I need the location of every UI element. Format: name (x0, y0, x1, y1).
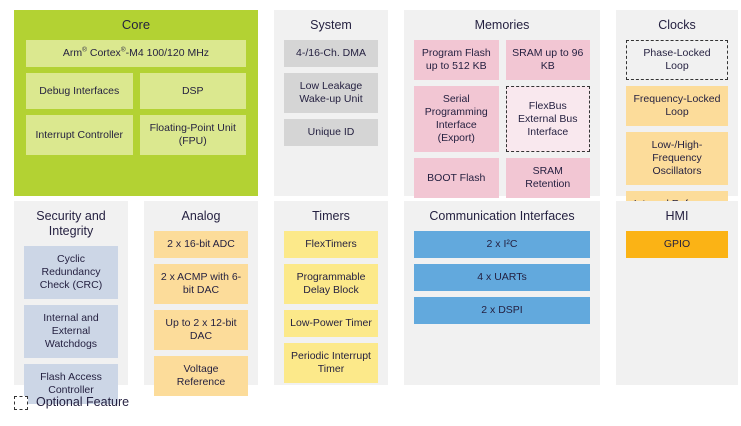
panel-title-hmi: HMI (665, 209, 689, 223)
analog-block-list: 2 x 16-bit ADC 2 x ACMP with 6-bit DAC U… (154, 231, 248, 396)
block-low-high-frequency-oscillators: Low-/High-Frequency Oscillators (626, 132, 728, 185)
panel-communication-interfaces: Communication Interfaces 2 x I²C 4 x UAR… (404, 201, 600, 385)
panel-timers: Timers FlexTimers Programmable Delay Blo… (274, 201, 388, 385)
diagram-row-bottom: Security and Integrity Cyclic Redundancy… (14, 201, 738, 404)
block-sram: SRAM up to 96 KB (505, 40, 590, 80)
block-program-flash: Program Flash up to 512 KB (414, 40, 499, 80)
hmi-spacer (626, 258, 728, 375)
legend: Optional Feature (14, 395, 129, 410)
panel-title-analog: Analog (181, 209, 221, 223)
panel-title-timers: Timers (312, 209, 350, 223)
system-spacer (284, 146, 378, 186)
diagram-row-top: Core Arm® Cortex®-M4 100/120 MHz Debug I… (14, 10, 738, 231)
block-acmp-with-6-bit-dac: 2 x ACMP with 6-bit DAC (154, 264, 248, 304)
block-flexbus-external-bus-interface: FlexBus External Bus Interface (505, 86, 590, 152)
block-debug-interfaces: Debug Interfaces (26, 73, 133, 109)
panel-title-communication-interfaces: Communication Interfaces (429, 209, 575, 223)
panel-title-system: System (310, 18, 352, 32)
block-internal-external-watchdogs: Internal and External Watchdogs (24, 305, 118, 358)
block-periodic-interrupt-timer: Periodic Interrupt Timer (284, 343, 378, 383)
block-serial-programming-interface: Serial Programming Interface (Export) (414, 86, 499, 152)
block-interrupt-controller: Interrupt Controller (26, 115, 133, 155)
block-frequency-locked-loop: Frequency-Locked Loop (626, 86, 728, 126)
communication-spacer (414, 324, 590, 375)
block-phase-locked-loop: Phase-Locked Loop (626, 40, 728, 80)
block-voltage-reference: Voltage Reference (154, 356, 248, 396)
hmi-block-list: GPIO (626, 231, 728, 258)
dashed-box-icon (14, 395, 28, 410)
panel-hmi: HMI GPIO (616, 201, 738, 385)
panel-analog: Analog 2 x 16-bit ADC 2 x ACMP with 6-bi… (144, 201, 258, 396)
panel-memories: Memories Program Flash up to 512 KB SRAM… (404, 10, 600, 198)
panel-title-security-and-integrity: Security and Integrity (36, 209, 106, 238)
timers-block-list: FlexTimers Programmable Delay Block Low-… (284, 231, 378, 383)
panel-system: System 4-/16-Ch. DMA Low Leakage Wake-up… (274, 10, 388, 196)
block-floating-point-unit: Floating-Point Unit (FPU) (139, 115, 246, 155)
security-block-list: Cyclic Redundancy Check (CRC) Internal a… (24, 246, 118, 404)
block-dma: 4-/16-Ch. DMA (284, 40, 378, 67)
panel-title-memories: Memories (474, 18, 530, 32)
block-programmable-delay-block: Programmable Delay Block (284, 264, 378, 304)
panel-title-clocks: Clocks (658, 18, 696, 32)
block-low-leakage-wakeup-unit: Low Leakage Wake-up Unit (284, 73, 378, 113)
block-i2c: 2 x I²C (414, 231, 590, 258)
block-sram-retention: SRAM Retention (505, 158, 590, 198)
block-unique-id: Unique ID (284, 119, 378, 146)
memories-block-list: Program Flash up to 512 KB SRAM up to 96… (414, 40, 590, 198)
block-dspi: 2 x DSPI (414, 297, 590, 324)
legend-optional-feature-label: Optional Feature (36, 395, 130, 409)
block-label: Arm® Cortex®-M4 100/120 MHz (62, 46, 210, 59)
block-cyclic-redundancy-check: Cyclic Redundancy Check (CRC) (24, 246, 118, 299)
panel-security-and-integrity: Security and Integrity Cyclic Redundancy… (14, 201, 128, 404)
block-dsp: DSP (139, 73, 246, 109)
block-gpio: GPIO (626, 231, 728, 258)
block-flash-access-controller: Flash Access Controller (24, 364, 118, 404)
block-uarts: 4 x UARTs (414, 264, 590, 291)
communication-block-list: 2 x I²C 4 x UARTs 2 x DSPI (414, 231, 590, 324)
block-arm-cortex-m4: Arm® Cortex®-M4 100/120 MHz (26, 40, 246, 67)
core-spacer (26, 155, 246, 186)
block-boot-flash: BOOT Flash (414, 158, 499, 198)
system-block-list: 4-/16-Ch. DMA Low Leakage Wake-up Unit U… (284, 40, 378, 146)
block-low-power-timer: Low-Power Timer (284, 310, 378, 337)
block-flextimers: FlexTimers (284, 231, 378, 258)
panel-core: Core Arm® Cortex®-M4 100/120 MHz Debug I… (14, 10, 258, 196)
core-block-list: Arm® Cortex®-M4 100/120 MHz Debug Interf… (26, 40, 246, 155)
block-12-bit-dac: Up to 2 x 12-bit DAC (154, 310, 248, 350)
panel-clocks: Clocks Phase-Locked Loop Frequency-Locke… (616, 10, 738, 231)
block-16-bit-adc: 2 x 16-bit ADC (154, 231, 248, 258)
panel-title-core: Core (121, 17, 151, 32)
